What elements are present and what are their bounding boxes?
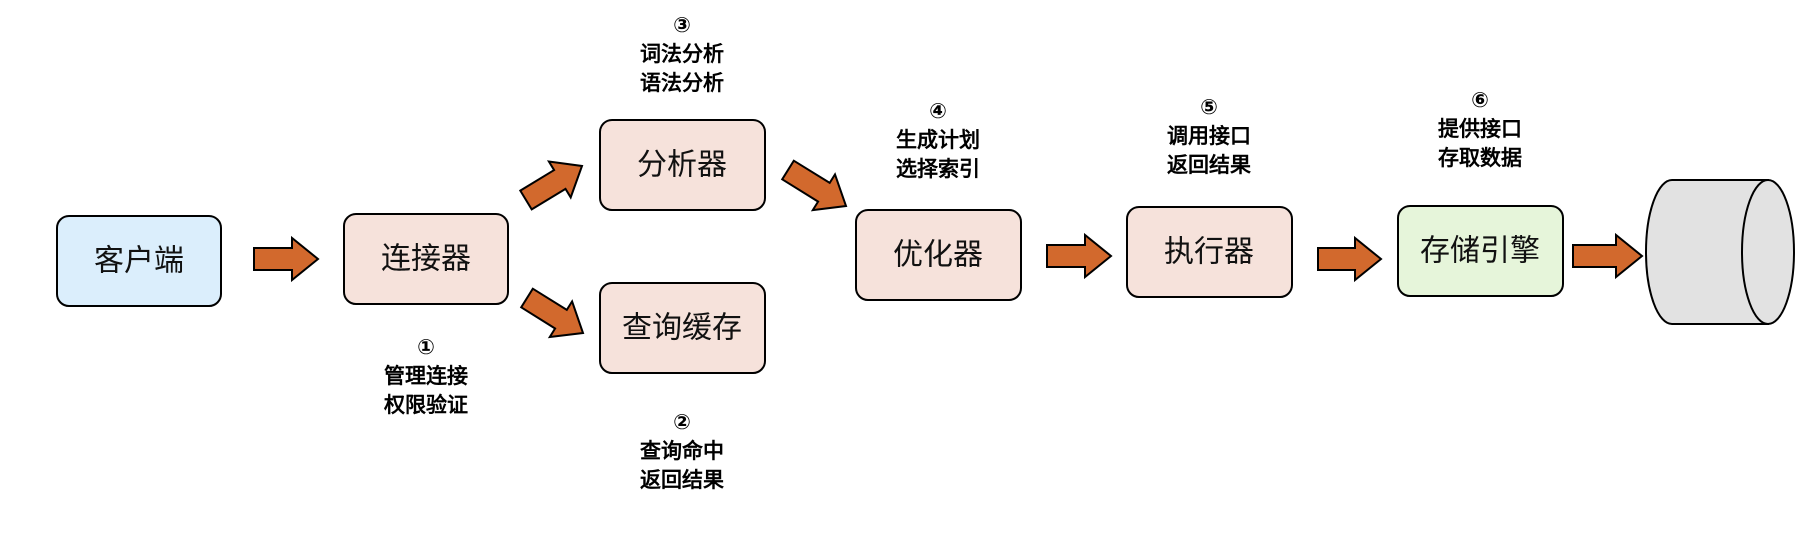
optimizer-label: 优化器 <box>893 238 983 273</box>
connector-note-num: ① <box>417 335 435 359</box>
storage-engine-note-line1: 提供接口 <box>1438 117 1522 141</box>
executor-label: 执行器 <box>1164 235 1254 270</box>
analyzer-note: ③ 词法分析 语法分析 <box>640 13 724 95</box>
optimizer-node: 优化器 <box>855 209 1022 301</box>
arrow-storage-to-database-icon <box>1572 232 1644 280</box>
storage-engine-label: 存储引擎 <box>1420 234 1540 269</box>
arrow-client-to-connector-icon <box>253 235 320 283</box>
analyzer-note-line1: 词法分析 <box>640 42 724 66</box>
connector-note: ① 管理连接 权限验证 <box>383 335 468 417</box>
client-node: 客户端 <box>56 215 222 307</box>
storage-engine-note: ⑥ 提供接口 存取数据 <box>1438 88 1522 170</box>
executor-note: ⑤ 调用接口 返回结果 <box>1167 95 1251 177</box>
executor-note-line2: 返回结果 <box>1167 153 1251 177</box>
storage-engine-note-line2: 存取数据 <box>1438 146 1522 170</box>
database-cylinder-icon <box>1645 179 1795 325</box>
query-cache-note: ② 查询命中 返回结果 <box>640 410 724 492</box>
arrow-connector-to-analyzer-icon <box>518 160 584 211</box>
query-cache-label: 查询缓存 <box>622 311 742 346</box>
query-cache-note-line1: 查询命中 <box>640 439 724 463</box>
executor-note-line1: 调用接口 <box>1167 124 1251 148</box>
optimizer-note-num: ④ <box>929 99 947 123</box>
analyzer-note-line2: 语法分析 <box>640 71 724 95</box>
connector-note-line1: 管理连接 <box>384 364 468 388</box>
optimizer-note-line1: 生成计划 <box>896 128 980 152</box>
connector-node: 连接器 <box>343 213 509 305</box>
arrow-connector-to-cache-icon <box>519 287 585 339</box>
analyzer-note-num: ③ <box>673 13 691 37</box>
query-cache-note-line2: 返回结果 <box>640 468 724 492</box>
executor-note-num: ⑤ <box>1200 95 1218 119</box>
arrow-optimizer-to-executor-icon <box>1046 232 1113 280</box>
arrow-executor-to-storage-icon <box>1317 235 1383 283</box>
connector-note-line2: 权限验证 <box>383 393 468 417</box>
query-cache-note-num: ② <box>673 410 691 434</box>
executor-node: 执行器 <box>1126 206 1293 298</box>
query-cache-node: 查询缓存 <box>599 282 766 374</box>
client-label: 客户端 <box>94 244 184 279</box>
storage-engine-note-num: ⑥ <box>1471 88 1489 112</box>
analyzer-label: 分析器 <box>637 148 727 183</box>
storage-engine-node: 存储引擎 <box>1397 205 1564 297</box>
connector-label: 连接器 <box>381 242 471 277</box>
optimizer-note-line2: 选择索引 <box>896 157 980 181</box>
arrow-analyzer-to-optimizer-icon <box>780 159 848 212</box>
optimizer-note: ④ 生成计划 选择索引 <box>896 99 980 181</box>
analyzer-node: 分析器 <box>599 119 766 211</box>
